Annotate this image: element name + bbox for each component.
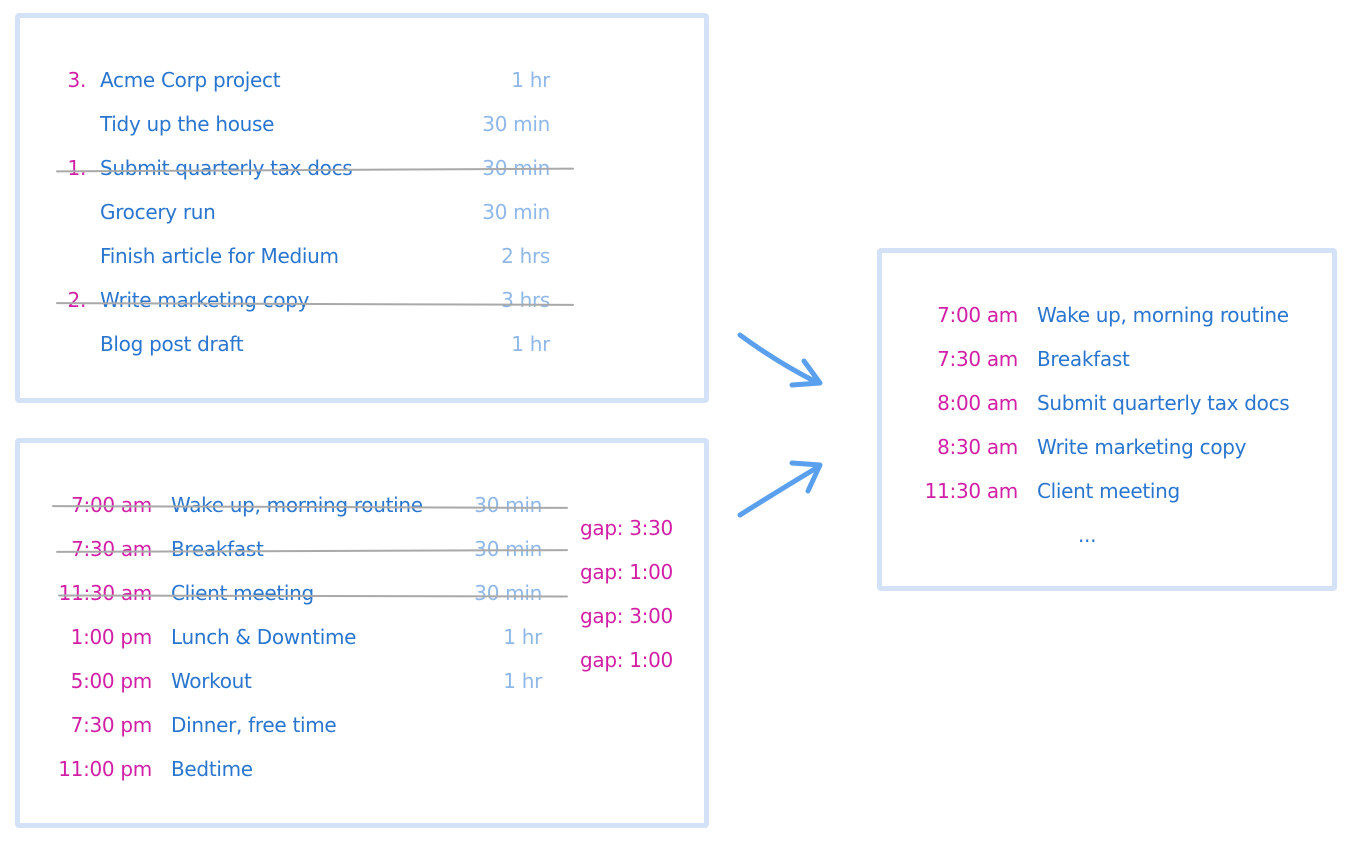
task-duration: 30 min (482, 200, 550, 224)
task-label: Grocery run (100, 200, 216, 224)
result-label: Wake up, morning routine (1037, 303, 1289, 327)
result-row: 7:30 am Breakfast (882, 341, 1332, 377)
schedule-row: 1:00 pm Lunch & Downtime 1 hr (20, 619, 704, 655)
task-label: Write marketing copy (100, 288, 310, 312)
gap-label: gap: 3:30 (580, 516, 673, 540)
task-row-completed: 1. Submit quarterly tax docs 30 min (20, 150, 704, 186)
schedule-time: 7:30 pm (70, 713, 153, 737)
task-row-completed: 2. Write marketing copy 3 hrs (20, 282, 704, 318)
gap-label: gap: 1:00 (580, 560, 673, 584)
task-row: Tidy up the house 30 min (20, 106, 704, 142)
task-rank: 1. (67, 156, 87, 180)
schedule-duration: 30 min (474, 537, 542, 561)
result-row: 7:00 am Wake up, morning routine (882, 297, 1332, 333)
schedule-label: Lunch & Downtime (171, 625, 357, 649)
task-duration: 30 min (482, 112, 550, 136)
result-row: 8:00 am Submit quarterly tax docs (882, 385, 1332, 421)
task-row: Blog post draft 1 hr (20, 326, 704, 362)
task-row: Finish article for Medium 2 hrs (20, 238, 704, 274)
result-panel: 7:00 am Wake up, morning routine 7:30 am… (877, 248, 1337, 591)
task-rank: 3. (67, 68, 87, 92)
schedule-row: 7:30 pm Dinner, free time (20, 707, 704, 743)
schedule-duration: 1 hr (503, 669, 542, 693)
schedule-time: 7:00 am (71, 493, 152, 517)
schedule-duration: 30 min (474, 493, 542, 517)
schedule-duration: 30 min (474, 581, 542, 605)
schedule-row-completed: 11:30 am Client meeting 30 min (20, 575, 704, 611)
schedule-time: 11:00 pm (58, 757, 152, 781)
schedule-row: 5:00 pm Workout 1 hr (20, 663, 704, 699)
schedule-row: 11:00 pm Bedtime (20, 751, 704, 787)
schedule-time: 11:30 am (58, 581, 153, 605)
schedule-label: Workout (171, 669, 252, 693)
task-row: Grocery run 30 min (20, 194, 704, 230)
task-label: Tidy up the house (100, 112, 275, 136)
task-duration: 2 hrs (501, 244, 550, 268)
task-label: Finish article for Medium (100, 244, 339, 268)
result-row: 11:30 am Client meeting (882, 473, 1332, 509)
tasks-panel: 3. Acme Corp project 1 hr Tidy up the ho… (15, 13, 709, 403)
schedule-row-completed: 7:30 am Breakfast 30 min (20, 531, 704, 567)
result-label: Submit quarterly tax docs (1037, 391, 1290, 415)
schedule-row-completed: 7:00 am Wake up, morning routine 30 min (20, 487, 704, 523)
result-row: 8:30 am Write marketing copy (882, 429, 1332, 465)
task-duration: 1 hr (511, 332, 550, 356)
result-time: 8:30 am (937, 435, 1018, 459)
gap-label: gap: 1:00 (580, 648, 673, 672)
schedule-panel: 7:00 am Wake up, morning routine 30 min … (15, 438, 709, 828)
schedule-label: Wake up, morning routine (171, 493, 423, 517)
task-duration: 1 hr (511, 68, 550, 92)
result-time: 7:30 am (937, 347, 1018, 371)
result-label: Client meeting (1037, 479, 1180, 503)
schedule-label: Client meeting (171, 581, 314, 605)
result-label: Write marketing copy (1037, 435, 1247, 459)
gap-label: gap: 3:00 (580, 604, 673, 628)
result-time: 7:00 am (937, 303, 1018, 327)
schedule-label: Bedtime (171, 757, 253, 781)
schedule-label: Dinner, free time (171, 713, 337, 737)
result-ellipsis: ... (1078, 523, 1097, 547)
arrow-right-up-icon (737, 460, 823, 518)
task-label: Acme Corp project (100, 68, 281, 92)
result-time: 11:30 am (924, 479, 1019, 503)
task-row: 3. Acme Corp project 1 hr (20, 62, 704, 98)
task-label: Blog post draft (100, 332, 244, 356)
schedule-time: 5:00 pm (70, 669, 153, 693)
schedule-duration: 1 hr (503, 625, 542, 649)
result-time: 8:00 am (937, 391, 1018, 415)
schedule-label: Breakfast (171, 537, 264, 561)
task-rank: 2. (67, 288, 87, 312)
task-label: Submit quarterly tax docs (100, 156, 353, 180)
result-label: Breakfast (1037, 347, 1130, 371)
schedule-time: 1:00 pm (70, 625, 153, 649)
task-duration: 3 hrs (501, 288, 550, 312)
schedule-time: 7:30 am (71, 537, 152, 561)
arrow-right-down-icon (737, 332, 823, 388)
